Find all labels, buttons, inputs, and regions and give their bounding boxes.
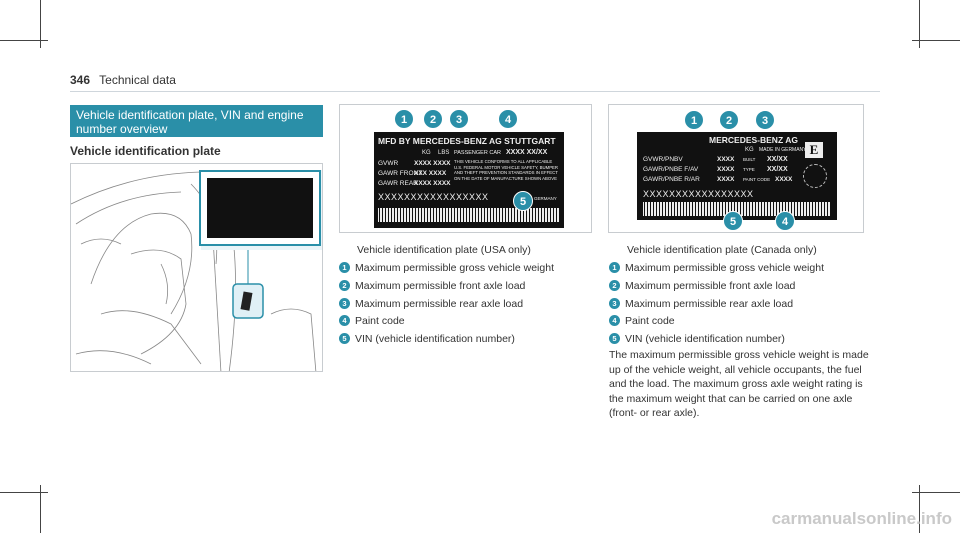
canada-built-value: XX/XX (767, 156, 788, 163)
canada-item-2: 2 Maximum permissible front axle load (609, 280, 795, 292)
num-badge: 1 (609, 262, 620, 273)
usa-plate-header: MFD BY MERCEDES-BENZ AG STUTTGART (378, 136, 556, 146)
callout-1: 1 (394, 109, 414, 129)
usa-code: XXXX XX/XX (506, 149, 548, 156)
num-badge: 2 (339, 280, 350, 291)
usa-lbs: LBS (438, 150, 450, 156)
crop-mark (0, 40, 48, 41)
usa-item-4: 4 Paint code (339, 315, 405, 327)
usa-row-2-val: XXXX XXXX (414, 180, 451, 187)
usa-item-text: Maximum permissible front axle load (355, 280, 526, 292)
callout-2: 2 (423, 109, 443, 129)
callout-1: 1 (684, 110, 704, 130)
num-badge: 3 (339, 298, 350, 309)
canada-item-text: Maximum permissible front axle load (625, 280, 796, 292)
canada-mark-icon: E (805, 142, 823, 158)
usa-item-2: 2 Maximum permissible front axle load (339, 280, 525, 292)
crop-mark (912, 40, 960, 41)
watermark[interactable]: carmanualsonline.info (771, 509, 952, 528)
num-badge: 5 (339, 333, 350, 344)
usa-caption: Vehicle identification plate (USA only) (357, 244, 531, 256)
usa-row-0-val: XXXX XXXX (414, 160, 451, 167)
canada-item-text: Maximum permissible rear axle load (625, 298, 794, 310)
crop-mark (912, 492, 960, 493)
usa-compliance: THIS VEHICLE CONFORMS TO ALL APPLICABLE … (454, 159, 559, 181)
crop-mark (0, 492, 48, 493)
canada-paint: PAINT CODE (743, 177, 771, 182)
crop-mark (919, 485, 920, 533)
usa-vin: XXXXXXXXXXXXXXXXX (378, 192, 489, 202)
subheading: Vehicle identification plate (70, 144, 221, 158)
section-title: Vehicle identification plate, VIN and en… (70, 105, 323, 137)
usa-plate: MFD BY MERCEDES-BENZ AG STUTTGART KG LBS… (374, 132, 564, 228)
canada-made: MADE IN GERMANY (759, 147, 807, 153)
callout-2: 2 (719, 110, 739, 130)
usa-row-0-key: GVWR (378, 160, 399, 167)
usa-kg: KG (422, 150, 431, 156)
canada-item-text: Maximum permissible gross vehicle weight (625, 262, 824, 274)
canada-plate-panel: MERCEDES-BENZ AG KG MADE IN GERMANY GVWR… (608, 104, 864, 233)
usa-row-2-key: GAWR REAR (378, 180, 418, 187)
num-badge: 4 (609, 315, 620, 326)
canada-row-1-key: GAWR/PNBE F/AV (643, 166, 699, 173)
crop-mark (40, 485, 41, 533)
usa-barcode (378, 208, 560, 222)
canada-row-1-val: XXXX (717, 166, 735, 173)
canada-plate-header: MERCEDES-BENZ AG (709, 135, 798, 145)
usa-item-text: Maximum permissible rear axle load (355, 298, 524, 310)
canada-caption: Vehicle identification plate (Canada onl… (627, 244, 817, 256)
canada-vin: XXXXXXXXXXXXXXXXX (643, 189, 754, 199)
plate-zoom-black (207, 178, 313, 238)
plate-zoom-box (199, 170, 321, 246)
canada-built: BUILT (743, 157, 756, 162)
canada-plate: MERCEDES-BENZ AG KG MADE IN GERMANY GVWR… (637, 132, 837, 220)
usa-made: GERMANY (534, 196, 557, 201)
page-number: 346 (70, 73, 91, 87)
canada-type: TYPE (743, 167, 755, 172)
usa-item-text: Paint code (355, 315, 405, 327)
canada-type-value: XX/XX (767, 166, 788, 173)
num-badge: 5 (609, 333, 620, 344)
usa-passenger: PASSENGER CAR (454, 150, 501, 156)
usa-item-text: VIN (vehicle identification number) (355, 333, 515, 345)
crop-mark (919, 0, 920, 48)
door-pillar-illustration (70, 163, 323, 372)
weight-explanation: The maximum permissible gross vehicle we… (609, 349, 869, 419)
num-badge: 1 (339, 262, 350, 273)
callout-3: 3 (449, 109, 469, 129)
canada-paint-value: XXXX (775, 176, 793, 183)
num-badge: 3 (609, 298, 620, 309)
page-header: 346 Technical data (70, 73, 176, 87)
num-badge: 2 (609, 280, 620, 291)
usa-item-3: 3 Maximum permissible rear axle load (339, 298, 523, 310)
callout-5: 5 (513, 191, 533, 211)
canada-row-2-key: GAWR/PNBE R/AR (643, 176, 700, 183)
maple-seal-icon (803, 164, 827, 188)
callout-3: 3 (755, 110, 775, 130)
canada-item-5: 5 VIN (vehicle identification number) (609, 333, 785, 345)
canada-item-3: 3 Maximum permissible rear axle load (609, 298, 793, 310)
usa-plate-panel: MFD BY MERCEDES-BENZ AG STUTTGART KG LBS… (339, 104, 592, 233)
num-badge: 4 (339, 315, 350, 326)
usa-item-1: 1 Maximum permissible gross vehicle weigh… (339, 262, 554, 274)
canada-item-1: 1 Maximum permissible gross vehicle weigh… (609, 262, 824, 274)
canada-row-2-val: XXXX (717, 176, 735, 183)
usa-item-text: Maximum permissible gross vehicle weight (355, 262, 554, 274)
callout-5: 5 (723, 211, 743, 231)
section-name: Technical data (99, 73, 176, 87)
canada-item-text: VIN (vehicle identification number) (625, 333, 785, 345)
callout-4: 4 (498, 109, 518, 129)
usa-item-5: 5 VIN (vehicle identification number) (339, 333, 515, 345)
header-divider (70, 91, 880, 92)
callout-4: 4 (775, 211, 795, 231)
usa-row-1-val: XXX XXXX (414, 170, 447, 177)
canada-row-0-key: GVWR/PNBV (643, 156, 683, 163)
usa-row-1-key: GAWR FRONT (378, 170, 423, 177)
canada-item-text: Paint code (625, 315, 675, 327)
canada-row-0-val: XXXX (717, 156, 735, 163)
canada-item-4: 4 Paint code (609, 315, 675, 327)
canada-kg: KG (745, 147, 754, 153)
crop-mark (40, 0, 41, 48)
